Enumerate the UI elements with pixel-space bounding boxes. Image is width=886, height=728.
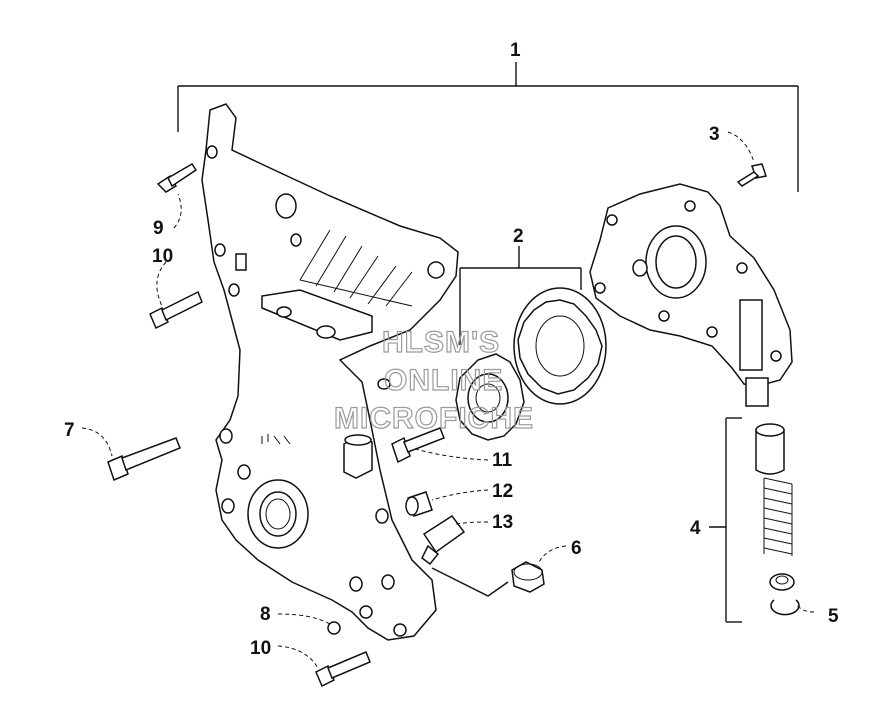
- relief-valve-retainer: [769, 573, 795, 591]
- dowel-12: [405, 491, 433, 517]
- sensor-13: [421, 514, 466, 566]
- callout-12: 12: [492, 481, 513, 502]
- watermark-line-2: ONLINE: [384, 364, 503, 397]
- relief-valve-spring: [763, 477, 793, 556]
- callout-6: 6: [571, 538, 582, 559]
- callout-11: 11: [492, 450, 513, 471]
- callout-9: 9: [153, 218, 164, 239]
- timing-cover: [201, 103, 459, 641]
- callout-8: 8: [260, 604, 271, 625]
- bolt-3: [736, 163, 767, 187]
- assembly-4-bracket: [709, 417, 742, 623]
- plug-6: [511, 561, 545, 593]
- bolt-11: [391, 427, 445, 464]
- callout-2: 2: [513, 226, 524, 247]
- callout-3: 3: [709, 124, 720, 145]
- watermark-line-1: HLSM'S: [382, 326, 500, 359]
- callout-10-lower: 10: [250, 638, 271, 659]
- bolt-7: [107, 437, 181, 482]
- callout-7: 7: [64, 420, 75, 441]
- watermark: HLSM'S ONLINE MICROFICHE: [333, 325, 534, 435]
- relief-valve-plunger: [755, 423, 785, 475]
- bolt-9: [156, 162, 198, 193]
- washer-8: [327, 621, 341, 635]
- assembly-1-bracket: [177, 62, 799, 192]
- callout-4: 4: [690, 518, 701, 539]
- callout-13: 13: [492, 512, 513, 533]
- watermark-line-3: MICROFICHE: [334, 402, 534, 435]
- snap-ring: [770, 599, 800, 616]
- callout-10-upper: 10: [152, 246, 173, 267]
- leader-lines: [81, 131, 815, 669]
- bolt-10-lower: [315, 651, 371, 688]
- callout-5: 5: [828, 606, 839, 627]
- assembly-2-bracket: [459, 246, 582, 345]
- callout-1: 1: [510, 40, 521, 61]
- oil-pump-cover: [589, 183, 793, 407]
- bolt-10-upper: [149, 290, 203, 330]
- oil-pump-rotors: [455, 287, 607, 441]
